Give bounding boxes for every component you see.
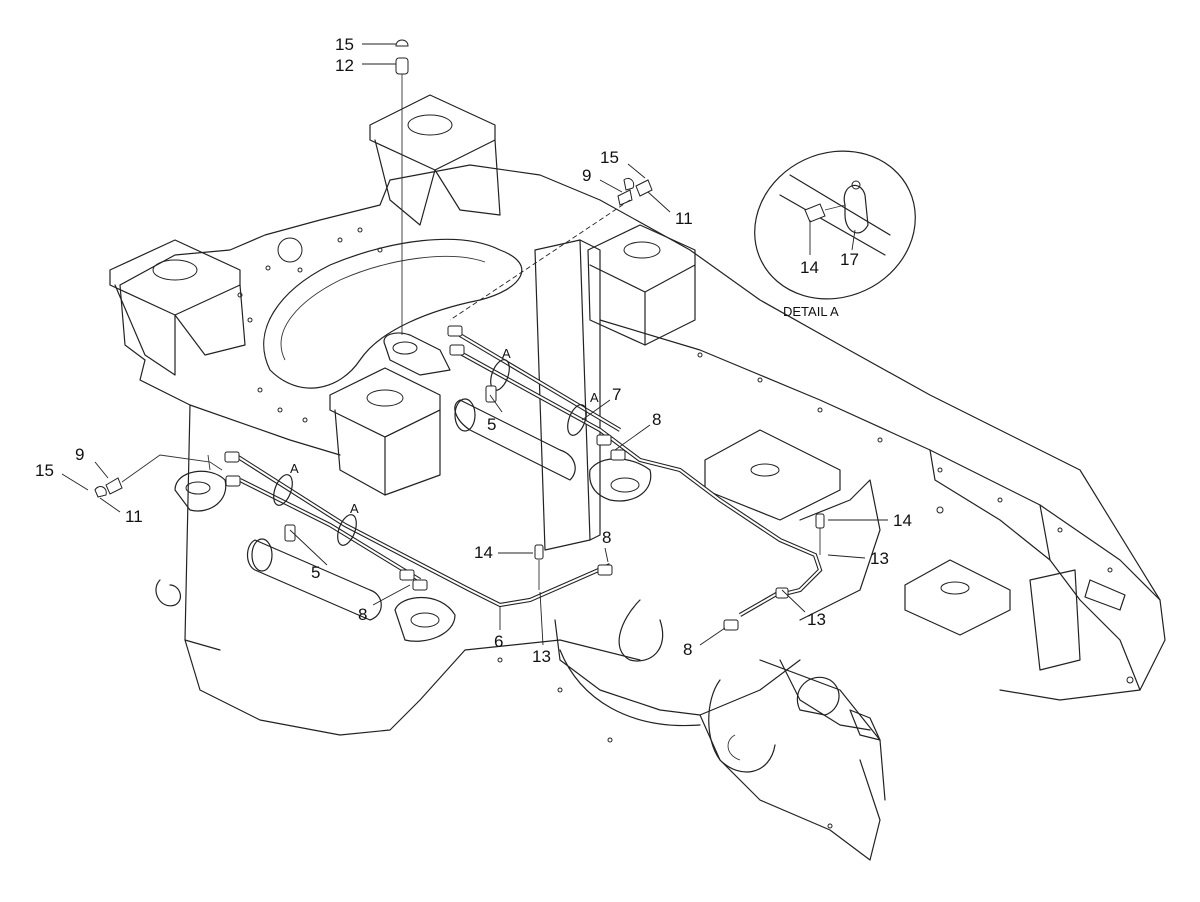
callout-15-left: 15: [35, 461, 54, 480]
plate-holes: [237, 227, 1134, 684]
callout-13-center: 13: [532, 647, 551, 666]
callout-15-top: 15: [335, 35, 354, 54]
lower-frame: [155, 429, 1126, 861]
mounting-pads: [109, 94, 696, 551]
fittings: [224, 325, 825, 631]
upper-frame: [119, 164, 1166, 701]
clamp-label-a4: A: [350, 501, 359, 516]
callout-14-center: 14: [474, 543, 493, 562]
callout-14-right: 14: [893, 511, 912, 530]
callout-17-detail: 17: [840, 250, 859, 269]
callout-9-right: 9: [582, 166, 591, 185]
leader-lines: [61, 43, 888, 646]
callout-5-upper: 5: [487, 415, 496, 434]
hydraulic-pipes: [233, 333, 823, 617]
detail-a-view: [754, 150, 916, 300]
callout-13-right-upper: 13: [870, 549, 889, 568]
callouts: 15 12 15 9 11 9 15 11 14 17 DETAIL A A A…: [35, 35, 912, 666]
loose-fittings: [94, 39, 653, 498]
callout-8-center: 8: [602, 528, 611, 547]
callout-14-detail: 14: [800, 258, 819, 277]
clamp-label-a2: A: [590, 390, 599, 405]
callout-8-lower-left: 8: [358, 605, 367, 624]
clamp-label-a1: A: [502, 346, 511, 361]
callout-6: 6: [494, 632, 503, 651]
callout-5-lower: 5: [311, 563, 320, 582]
callout-11-right: 11: [675, 209, 693, 228]
callout-15-right: 15: [600, 148, 619, 167]
callout-8-upper: 8: [652, 410, 661, 429]
callout-7: 7: [612, 385, 621, 404]
detail-a-caption: DETAIL A: [783, 304, 839, 319]
callout-8-right: 8: [683, 640, 692, 659]
callout-9-left: 9: [75, 445, 84, 464]
cylinders: [174, 332, 652, 642]
callout-11-left: 11: [125, 507, 143, 526]
callout-12-top: 12: [335, 56, 354, 75]
callout-13-right-lower: 13: [807, 610, 826, 629]
clamp-label-a3: A: [290, 461, 299, 476]
